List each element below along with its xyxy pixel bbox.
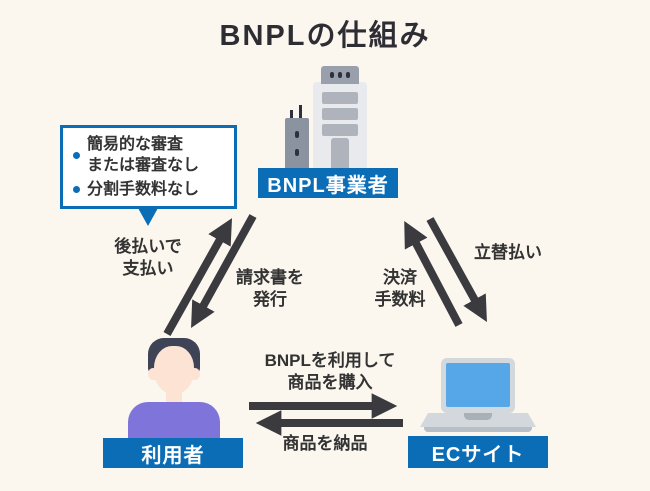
bnpl-node-label: BNPL事業者 xyxy=(258,168,398,198)
person-ear xyxy=(190,368,200,380)
building-window-band xyxy=(322,92,358,104)
building-antenna xyxy=(290,110,293,118)
arrow-advance xyxy=(426,217,487,322)
person-shirt xyxy=(128,402,220,438)
person-neck xyxy=(166,391,182,404)
page-title: BNPLの仕組み xyxy=(219,20,431,52)
user-person-icon xyxy=(128,334,220,438)
callout-item-text: 分割手数料なし xyxy=(87,180,200,198)
arrow-label-invoice: 請求書を 発行 xyxy=(236,267,304,309)
building-annex xyxy=(285,105,309,170)
laptop-screen xyxy=(446,363,510,407)
ec-node-label: ECサイト xyxy=(408,436,548,468)
user-node-label: 利用者 xyxy=(103,438,243,468)
building-window-band xyxy=(322,124,358,136)
laptop-base xyxy=(420,413,536,427)
building-window-dot xyxy=(295,131,299,138)
person-face xyxy=(154,346,194,394)
laptop-icon xyxy=(420,358,536,433)
arrow-label-fee: 決済 手数料 xyxy=(374,267,426,309)
building-door xyxy=(331,138,349,170)
bullet-dot-icon xyxy=(73,186,80,194)
arrow-label-purchase: BNPLを利用して 商品を購入 xyxy=(264,350,396,392)
laptop-foot xyxy=(424,427,532,432)
building-window-band xyxy=(322,108,358,120)
arrow-label-pay-later: 後払いで 支払い xyxy=(114,236,182,278)
laptop-notch xyxy=(464,413,492,420)
building-window-dot xyxy=(295,149,299,156)
callout-box: 簡易的な審査 または審査なし 分割手数料なし xyxy=(60,125,237,209)
callout-pointer xyxy=(138,208,158,226)
person-ear xyxy=(148,368,158,380)
building-antenna xyxy=(299,105,302,118)
callout-item: 簡易的な審査 または審査なし xyxy=(73,134,226,177)
building-icon xyxy=(283,66,367,170)
callout-item-text: 簡易的な審査 または審査なし xyxy=(87,135,200,175)
arrow-label-deliver: 商品を納品 xyxy=(282,433,368,453)
arrow-label-advance: 立替払い xyxy=(474,242,542,262)
callout-item: 分割手数料なし xyxy=(73,179,226,201)
building-tower xyxy=(313,82,367,170)
building-roof xyxy=(321,66,359,84)
bullet-dot-icon xyxy=(73,151,80,159)
